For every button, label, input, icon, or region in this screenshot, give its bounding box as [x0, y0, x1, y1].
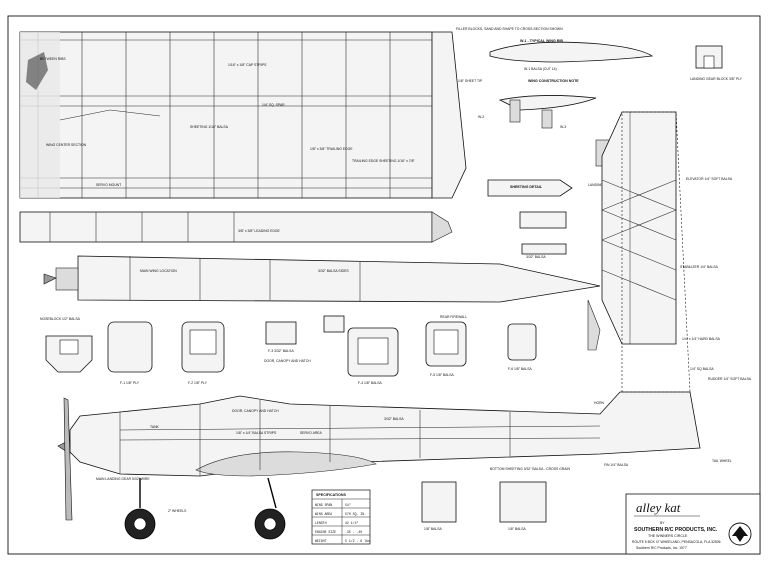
canopy-side-label: DOOR, CANOPY AND HATCH [232, 409, 279, 413]
former-f1-label: F-1 1/8" PLY [120, 381, 140, 385]
fin-label: FIN 1/4" BALSA [604, 463, 629, 467]
spec-value: 42 1/4" [345, 521, 358, 525]
spec-label: WING AREA [315, 512, 332, 516]
rib-sub-label: W-1 BALSA (CUT 14) [524, 67, 557, 71]
landing-gear: 2" WHEELS MAIN LANDING GEAR 5/32" WIRE [96, 477, 286, 540]
plan-title: alley kat [636, 500, 681, 515]
spec-value: 5 1/2 - 6 lbs [345, 539, 370, 543]
spec-value: .35 - .40 [345, 530, 362, 534]
wing-servo-label: SERVO MOUNT [96, 183, 121, 187]
wing-sheeting-label: SHEETING 1/16" BALSA [190, 125, 229, 129]
top-view-sides-label: 3/32" BALSA SIDES [318, 269, 349, 273]
spec-label: WEIGHT [315, 539, 327, 543]
wing-filler-label: FILLER BLOCKS, SAND AND SHAPE TO CROSS-S… [456, 27, 563, 31]
wing-center-section-label: WING CENTER SECTION [46, 143, 87, 147]
former-f4-label: F-4 1/8" BALSA [358, 381, 383, 385]
former-f3 [265, 321, 297, 345]
tank-label: TANK [150, 425, 160, 429]
title-block: alley kat BY SOUTHERN R/C PRODUCTS, INC.… [625, 493, 761, 555]
wing-te-label: 1/8" x 3/8" TRAILING EDGE [310, 147, 353, 151]
wing-tip-label: 1/8" SHEET TIP [458, 79, 483, 83]
fuselage-side-view: DOOR, CANOPY AND HATCH TANK 1/8" x 1/4" … [57, 111, 752, 521]
detail-balsa-label: 3/32" BALSA [526, 255, 546, 259]
wing-cap-strips-label: 1/16" x 1/8" CAP STRIPS [228, 63, 267, 67]
former-f5-label: F-5 1/8" BALSA [430, 373, 455, 377]
wing-te-sheet-label: TRAILING EDGE SHEETING 1/16" x 7/8" [352, 159, 416, 163]
strips-label: 1/8" x 1/4" BALSA STRIPS [236, 431, 277, 435]
side-part-left-label: 1/8" BALSA [424, 527, 443, 531]
fin-spar-side-label: 1/4" SQ BALSA [690, 367, 714, 371]
construction-note-heading: WING CONSTRUCTION NOTE [528, 79, 579, 83]
specs-heading: SPECIFICATIONS [316, 493, 346, 497]
elevator-label: ELEVATOR 1/4" SOFT BALSA [686, 177, 733, 181]
former-f6 [507, 323, 537, 361]
stabilizer-plan: ELEVATOR 1/4" SOFT BALSA STABILIZER 1/4"… [601, 111, 733, 345]
stabilizer-label: STABILIZER 1/4" BALSA [680, 265, 719, 269]
noseblock-label: NOSEBLOCK 1/2" BALSA [40, 317, 81, 321]
former-f3-label: F-3 3/32" BALSA [268, 349, 294, 353]
canopy-label: DOOR, CANOPY AND HATCH [264, 359, 311, 363]
spec-value: 570 SQ. IN. [345, 512, 366, 516]
tail-wheel-label: TAIL WHEEL [712, 459, 732, 463]
plan-subtitle: THE WINNERS CIRCLE [648, 534, 688, 538]
wing-plan: BETWEEN RIBS 1/16" x 1/8" CAP STRIPS SHE… [19, 27, 563, 199]
fuselage-top-view: MAIN WING LOCATION 3/32" BALSA SIDES REA… [43, 255, 601, 319]
horn-label: HORN [594, 401, 605, 405]
side-part-right-label: 1/8" BALSA [508, 527, 527, 531]
detail-sheeting-label: SHEETING DETAIL [510, 185, 543, 189]
gear-block-detail: LANDING GEAR BLOCK 3/8" PLY [690, 45, 743, 81]
top-view-main-wing-label: MAIN WING LOCATION [140, 269, 177, 273]
detail-w2-label: W-2 [478, 115, 484, 119]
former-f1 [107, 321, 153, 373]
rudder-label: RUDDER 1/4" SOFT BALSA [708, 377, 752, 381]
spec-label: LENGTH [315, 521, 327, 525]
side-balsa-label: 3/32" BALSA [384, 417, 404, 421]
wheels-label: 2" WHEELS [168, 509, 187, 513]
plan-manufacturer: SOUTHERN R/C PRODUCTS, INC. [634, 527, 718, 533]
rib-detail: W-1 - TYPICAL WING RIB W-1 BALSA (CUT 14… [478, 39, 654, 129]
sheet-border [7, 15, 761, 555]
plan-by: BY [660, 521, 665, 525]
former-f6-label: F-6 1/8" BALSA [508, 367, 533, 371]
plan-address: ROUTE 5 BOX 47 WHEELAND, PENSACOLA, FLA … [632, 540, 721, 544]
main-gear-label: MAIN LANDING GEAR 5/32" WIRE [96, 477, 150, 481]
bottom-sheeting-label: BOTTOM SHEETING 3/32" BALSA - CROSS GRAI… [490, 467, 570, 471]
rear-firewall-label: REAR FIREWALL [440, 315, 467, 319]
spec-label: WING SPAN [315, 503, 332, 507]
rib-label: W-1 - TYPICAL WING RIB [520, 39, 563, 43]
gear-block-label: LANDING GEAR BLOCK 3/8" PLY [690, 77, 743, 81]
servo-area-label: SERVO AREA [300, 431, 323, 435]
spec-label: ENGINE SIZE [315, 530, 336, 534]
former-f2-label: F-2 1/8" PLY [188, 381, 208, 385]
specs-table: SPECIFICATIONS WING SPAN 54" WING AREA 5… [311, 489, 371, 545]
formers-row: NOSEBLOCK 1/2" BALSA F-1 1/8" PLY F-2 1/… [40, 299, 601, 385]
detail-w3-label: W-3 [560, 125, 566, 129]
front-view-le-label: 3/8" x 3/8" LEADING EDGE [238, 229, 281, 233]
wing-between-ribs-label: BETWEEN RIBS [40, 57, 66, 61]
side-sheet-parts: 1/8" BALSA 1/8" BALSA [421, 481, 547, 531]
plan-copyright: Southern R/C Products, Inc. 1977 [636, 546, 687, 550]
wing-front-view: 3/8" x 3/8" LEADING EDGE [19, 211, 453, 243]
fin-spar-label: 1/4" x 1/4" HARD BALSA [682, 337, 721, 341]
spec-value: 54" [345, 503, 351, 507]
wing-spar-label: 1/4" SQ. SPAR [262, 103, 285, 107]
